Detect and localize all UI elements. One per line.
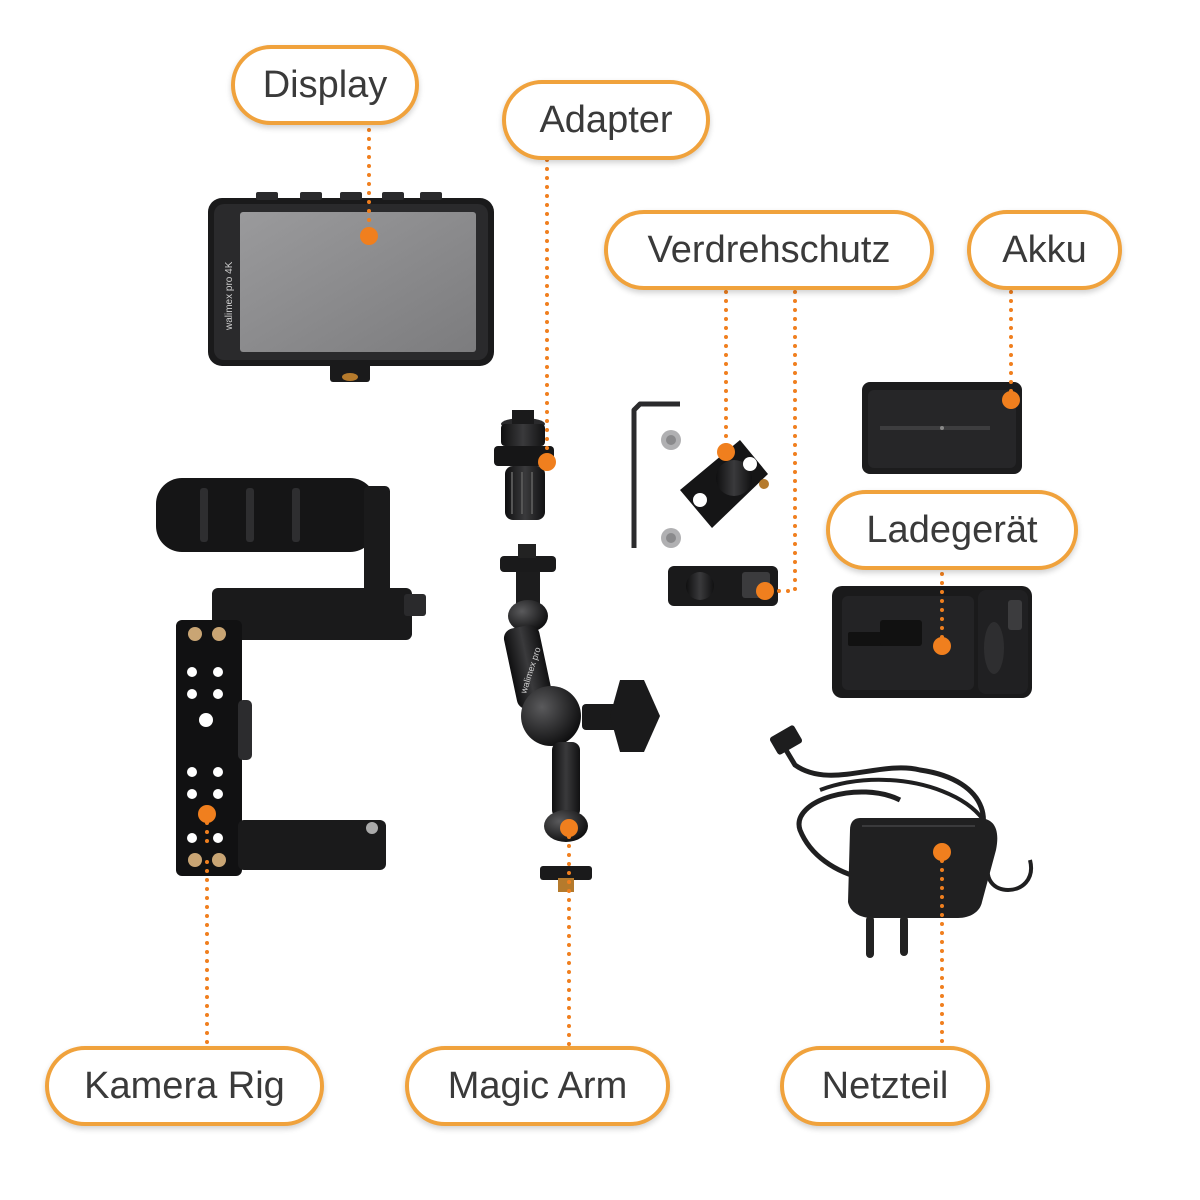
marker-display	[360, 227, 378, 245]
marker-dots	[198, 227, 1020, 861]
marker-ladegeraet	[933, 637, 951, 655]
marker-kamera-rig	[198, 805, 216, 823]
label-ladegeraet: Ladegerät	[826, 490, 1078, 570]
camera-rig	[156, 478, 426, 876]
marker-verdrehschutz-2	[756, 582, 774, 600]
charger	[832, 586, 1032, 698]
marker-netzteil	[933, 843, 951, 861]
display-monitor: walimex pro 4K	[208, 192, 494, 382]
verdrehschutz-parts	[631, 401, 778, 606]
marker-adapter	[538, 453, 556, 471]
power-supply	[769, 725, 1034, 958]
label-adapter: Adapter	[502, 80, 710, 160]
leader-lines	[205, 128, 1013, 1050]
battery	[862, 382, 1022, 474]
label-verdrehschutz: Verdrehschutz	[604, 210, 934, 290]
monitor-brand-text: walimex pro 4K	[224, 261, 235, 331]
adapter-part	[494, 410, 554, 520]
label-magic-arm: Magic Arm	[405, 1046, 670, 1126]
label-akku: Akku	[967, 210, 1122, 290]
leader-verdrehschutz-2	[763, 290, 797, 593]
marker-magic-arm	[560, 819, 578, 837]
marker-akku	[1002, 391, 1020, 409]
label-display: Display	[231, 45, 419, 125]
marker-verdrehschutz-1	[717, 443, 735, 461]
label-kamera-rig: Kamera Rig	[45, 1046, 324, 1126]
magic-arm: walimex pro	[500, 544, 660, 892]
label-netzteil: Netzteil	[780, 1046, 990, 1126]
